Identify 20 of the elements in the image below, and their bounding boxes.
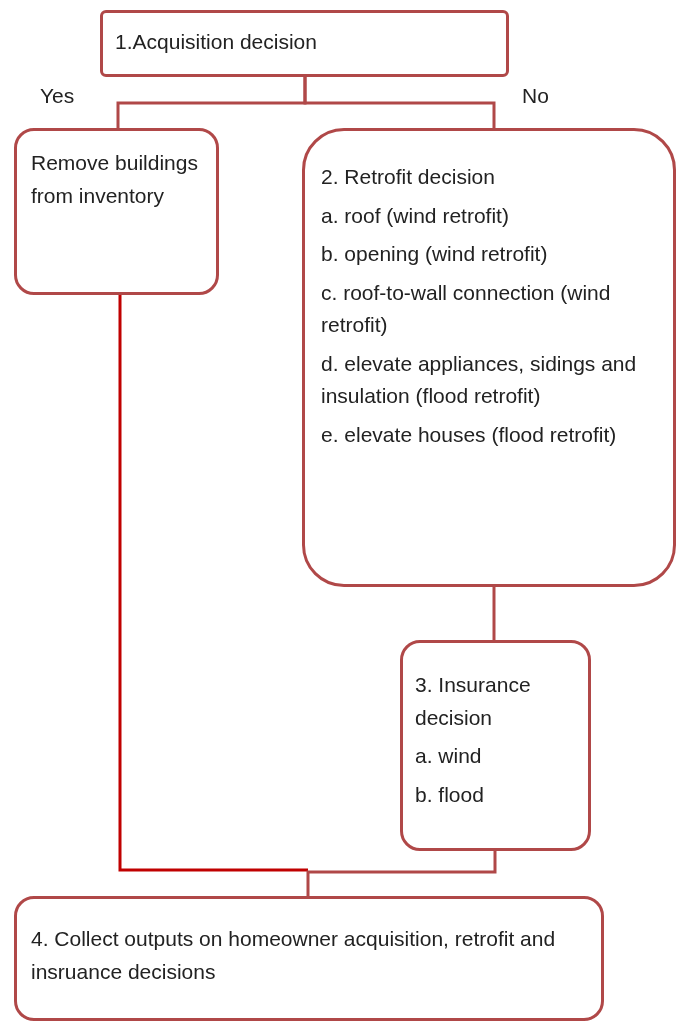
box-text: b. flood: [415, 781, 485, 808]
box-text: 2. Retrofit decision: [321, 164, 496, 190]
box-text: 1.Acquisition decision: [115, 29, 318, 55]
box-text: c. roof-to-wall connection (wind retrofit): [321, 279, 612, 339]
process-box: [14, 128, 219, 295]
box-text: Remove buildings from inventory: [31, 150, 199, 209]
box-text: d. elevate appliances, sidings and insulation (flood retrofit): [321, 350, 638, 410]
box-text: e. elevate houses (flood retrofit): [321, 421, 618, 448]
process-box: [100, 10, 509, 77]
process-box: [400, 640, 591, 851]
connector-line: [303, 77, 496, 128]
connector-line: [492, 587, 496, 640]
process-box: [302, 128, 676, 587]
box-text: 4. Collect outputs on homeowner acquisition, retrofit and insruance decisions: [31, 926, 557, 985]
box-text: a. roof (wind retrofit): [321, 202, 510, 229]
connector-line: [118, 295, 308, 872]
box-text: b. opening (wind retrofit): [321, 241, 549, 268]
process-box: [14, 896, 604, 1021]
connector-line: [306, 851, 497, 896]
box-text: a. wind: [415, 743, 483, 770]
